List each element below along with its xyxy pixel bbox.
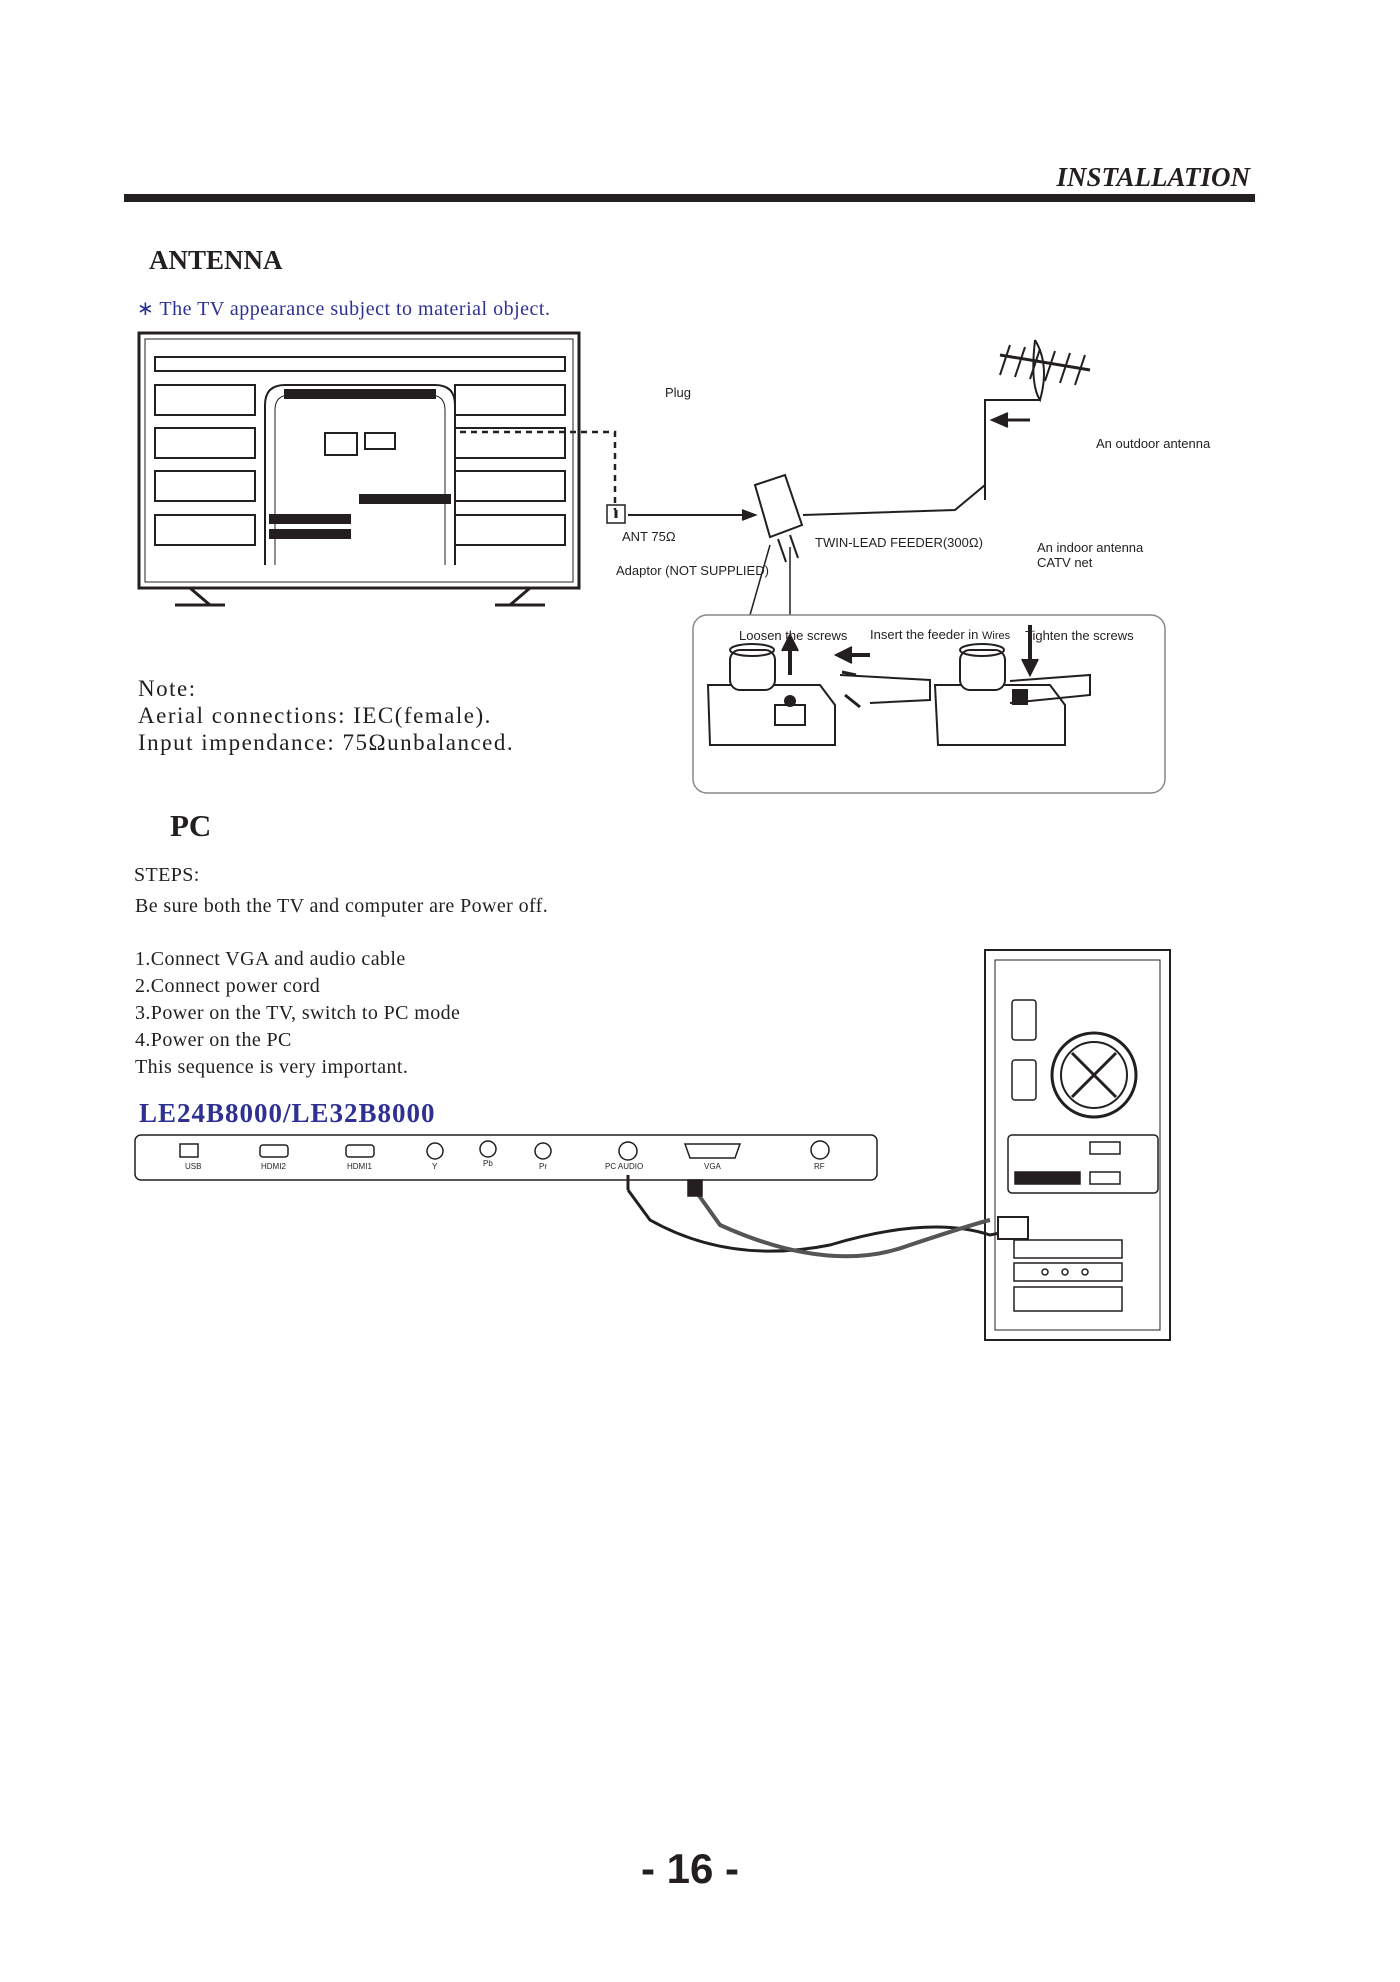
steps-list: 1.Connect VGA and audio cable 2.Connect … <box>135 946 460 1081</box>
insert-feeder-label: Insert the feeder in Wires <box>870 627 1011 642</box>
page-number: - 16 - <box>640 1845 740 1892</box>
pc-tower <box>984 949 1171 1341</box>
port-vga-label: VGA <box>704 1162 721 1171</box>
step-item: 4.Power on the PC <box>135 1029 292 1051</box>
tv-back-illustration <box>137 331 581 590</box>
note-heading: Note: <box>138 676 197 701</box>
antenna-subtitle: ∗ The TV appearance subject to material … <box>137 298 551 320</box>
steps-intro: Be sure both the TV and computer are Pow… <box>135 895 549 917</box>
port-panel <box>134 1134 878 1181</box>
antenna-title: ANTENNA <box>149 245 283 275</box>
section-header: INSTALLATION <box>1056 162 1250 192</box>
outdoor-antenna-label: An outdoor antenna <box>1096 436 1211 451</box>
loosen-screws-label: Loosen the screws <box>739 628 848 643</box>
antenna-diagram <box>137 331 1166 794</box>
ant-label: ANT 75Ω <box>622 529 676 544</box>
port-hdmi2-label: HDMI2 <box>261 1162 286 1171</box>
screw-detail-panel <box>692 614 1166 794</box>
indoor-antenna-label: An indoor antenna <box>1037 540 1144 555</box>
port-pr-label: Pr <box>539 1162 547 1171</box>
pc-connection-diagram <box>134 949 1171 1341</box>
tighten-screws-label: Tighten the screws <box>1025 628 1134 643</box>
step-item: 1.Connect VGA and audio cable <box>135 948 406 970</box>
port-rf-label: RF <box>814 1162 825 1171</box>
note-line-2: Input impendance: 75Ωunbalanced. <box>138 730 515 755</box>
adaptor-label: Adaptor (NOT SUPPLIED) <box>616 563 769 578</box>
steps-closing: This sequence is very important. <box>135 1056 409 1078</box>
feeder-label: TWIN-LEAD FEEDER(300Ω) <box>815 535 983 550</box>
header-rule <box>124 194 1255 202</box>
catv-label: CATV net <box>1037 555 1093 570</box>
pc-title: PC <box>170 808 212 843</box>
port-usb-label: USB <box>185 1162 202 1171</box>
port-pc-audio-label: PC AUDIO <box>605 1162 644 1171</box>
step-item: 2.Connect power cord <box>135 975 321 997</box>
plug-label: Plug <box>665 385 692 400</box>
port-hdmi1-label: HDMI1 <box>347 1162 372 1171</box>
wires-label: Wires <box>982 630 1011 642</box>
model-number: LE24B8000/LE32B8000 <box>139 1098 436 1128</box>
port-labels: USB HDMI2 HDMI1 Y Pb Pr PC AUDIO VGA RF <box>130 1159 880 1176</box>
step-item: 3.Power on the TV, switch to PC mode <box>135 1002 461 1024</box>
port-y-label: Y <box>432 1162 438 1171</box>
steps-heading: STEPS: <box>134 864 200 886</box>
note-block: Note: Aerial connections: IEC(female). I… <box>138 675 514 756</box>
note-line-1: Aerial connections: IEC(female). <box>138 703 492 728</box>
port-pb-label: Pb <box>483 1159 493 1168</box>
